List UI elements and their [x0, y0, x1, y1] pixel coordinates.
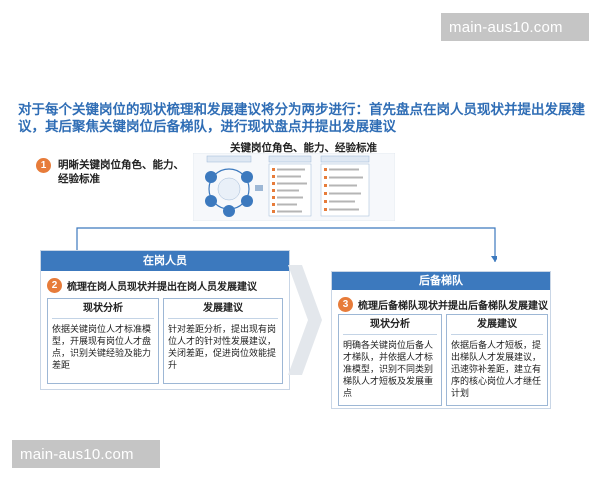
step-1-text: 明晰关键岗位角色、能力、经验标准: [58, 159, 184, 185]
watermark-top: main-aus10.com: [441, 13, 589, 41]
in-post-suggestion-title: 发展建议: [168, 299, 278, 319]
succession-suggestion-body: 依据后备人才短板，提出梯队人才发展建议，迅速弥补差距，建立有序的核心岗位人才继任…: [451, 341, 542, 399]
in-post-analysis-body: 依据关键岗位人才标准模型，开展现有岗位人才盘点，识别关键经验及能力差距: [52, 325, 152, 371]
succession-header: 后备梯队: [332, 272, 550, 290]
succession-analysis-body: 明确各关键岗位后备人才梯队，并依据人才标准模型，识别不同类别梯队人才短板及发展重…: [343, 341, 434, 399]
succession-suggestion-box: 发展建议 依据后备人才短板，提出梯队人才发展建议，迅速弥补差距，建立有序的核心岗…: [446, 314, 548, 406]
chevron-right-icon: [288, 265, 322, 375]
step-2-title: 梳理在岗人员现状并提出在岗人员发展建议: [67, 282, 257, 293]
step-3: 3 梳理后备梯队现状并提出后备梯队发展建议: [338, 297, 548, 312]
step-3-number: 3: [338, 297, 353, 312]
in-post-suggestion-box: 发展建议 针对差距分析，提出现有岗位人才的针对性发展建议，关闭差距，促进岗位效能…: [163, 298, 283, 384]
in-post-suggestion-body: 针对差距分析，提出现有岗位人才的针对性发展建议，关闭差距，促进岗位效能提升: [168, 325, 277, 371]
criteria-list-right: [320, 155, 370, 217]
mini-diagram-thumbnail: [193, 153, 395, 221]
succession-panel: 后备梯队 3 梳理后备梯队现状并提出后备梯队发展建议 现状分析 明确各关键岗位后…: [331, 271, 551, 409]
mini-diagram-title: 关键岗位角色、能力、经验标准: [230, 142, 377, 154]
succession-suggestion-title: 发展建议: [451, 315, 543, 335]
watermark-bottom: main-aus10.com: [12, 440, 160, 468]
cycle-graphic: [205, 155, 263, 217]
in-post-analysis-box: 现状分析 依据关键岗位人才标准模型，开展现有岗位人才盘点，识别关键经验及能力差距: [47, 298, 159, 384]
step-3-title: 梳理后备梯队现状并提出后备梯队发展建议: [358, 301, 548, 312]
step-1: 1 明晰关键岗位角色、能力、经验标准: [36, 158, 186, 186]
headline: 对于每个关键岗位的现状梳理和发展建议将分为两步进行：首先盘点在岗人员现状并提出发…: [18, 102, 585, 135]
step-1-number: 1: [36, 158, 51, 173]
succession-analysis-box: 现状分析 明确各关键岗位后备人才梯队，并依据人才标准模型，识别不同类别梯队人才短…: [338, 314, 442, 406]
step-2-number: 2: [47, 278, 62, 293]
in-post-header: 在岗人员: [41, 251, 289, 271]
criteria-list-middle: [268, 155, 312, 217]
in-post-panel: 在岗人员 2 梳理在岗人员现状并提出在岗人员发展建议 现状分析 依据关键岗位人才…: [40, 250, 290, 390]
succession-analysis-title: 现状分析: [343, 315, 437, 335]
in-post-analysis-title: 现状分析: [52, 299, 154, 319]
step-2: 2 梳理在岗人员现状并提出在岗人员发展建议: [47, 278, 257, 293]
